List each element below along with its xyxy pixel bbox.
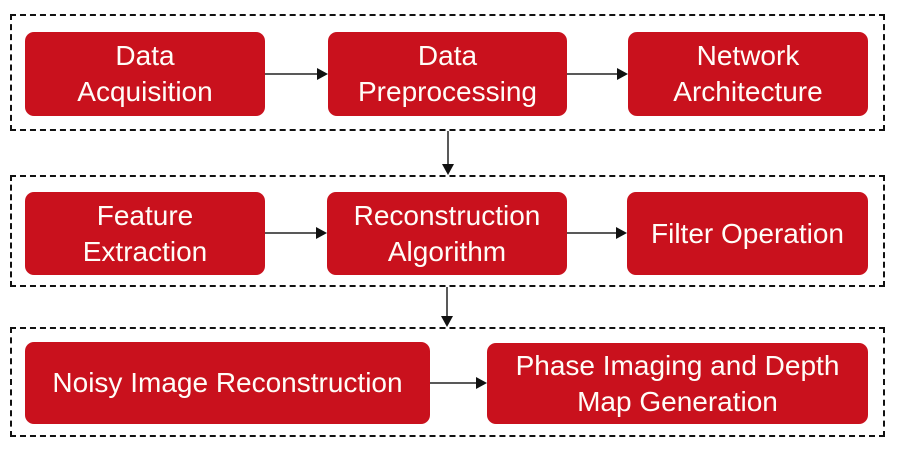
node-data-acquisition: Data Acquisition xyxy=(25,32,265,116)
node-label: Reconstruction Algorithm xyxy=(353,199,541,267)
node-label: Network Architecture xyxy=(673,40,823,107)
node-data-preprocessing: Data Preprocessing xyxy=(328,32,567,116)
stage-group-1 xyxy=(10,14,885,131)
node-network-architecture: Network Architecture xyxy=(628,32,868,116)
arrow-right-icon xyxy=(265,227,327,239)
node-reconstruction-algorithm: Reconstruction Algorithm xyxy=(327,192,567,275)
stage-group-2 xyxy=(10,175,885,287)
arrow-down-icon xyxy=(441,287,453,327)
arrow-right-icon xyxy=(430,377,487,389)
arrow-right-icon xyxy=(567,68,628,80)
arrow-down-icon xyxy=(442,131,454,175)
arrow-right-icon xyxy=(567,227,627,239)
stage-group-3 xyxy=(10,327,885,437)
node-label: Filter Operation xyxy=(651,217,844,249)
node-feature-extraction: Feature Extraction xyxy=(25,192,265,275)
node-phase-imaging-depth-map: Phase Imaging and Depth Map Generation xyxy=(487,343,868,424)
node-label: Data Preprocessing xyxy=(358,40,537,107)
node-label: Phase Imaging and Depth Map Generation xyxy=(515,349,840,417)
arrow-right-icon xyxy=(265,68,328,80)
node-label: Data Acquisition xyxy=(77,40,213,107)
node-filter-operation: Filter Operation xyxy=(627,192,868,275)
node-noisy-image-reconstruction: Noisy Image Reconstruction xyxy=(25,342,430,424)
node-label: Feature Extraction xyxy=(82,199,208,267)
node-label: Noisy Image Reconstruction xyxy=(52,367,403,398)
